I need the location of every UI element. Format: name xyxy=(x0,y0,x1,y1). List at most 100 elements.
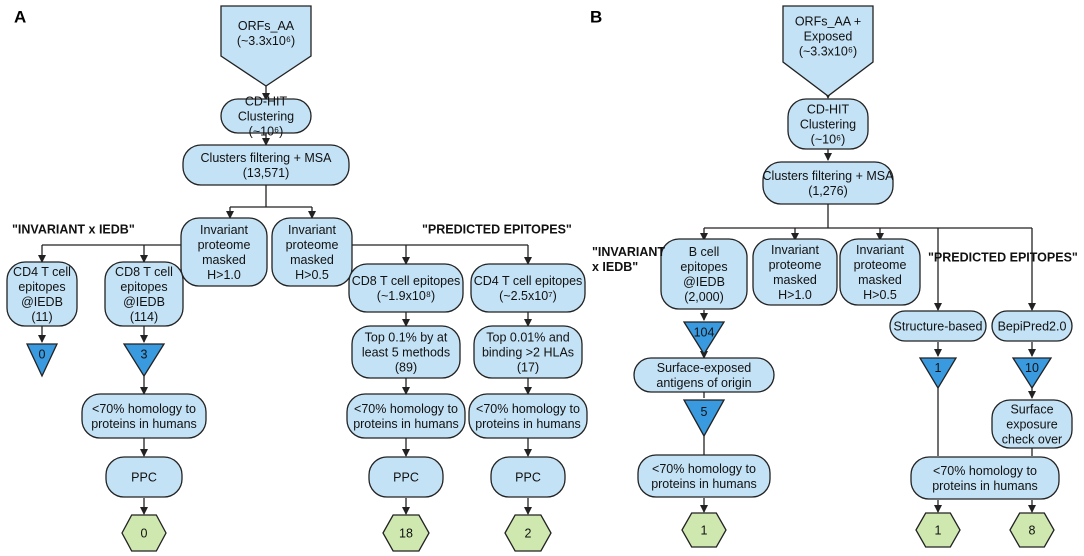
b-clusters-filtering xyxy=(762,161,894,205)
nodes xyxy=(6,5,1073,552)
panel-b-heading-invariant-line-1: "INVARIANT xyxy=(592,245,665,259)
a-triangle-cd4 xyxy=(25,343,59,378)
a-top-cd4-label-line-3: (17) xyxy=(517,361,539,375)
b-cdhit-clustering xyxy=(787,98,869,150)
b-surface-check-label-line-3: check over xyxy=(1002,433,1062,447)
panel-b-heading-invariant-line-2: x IEDB" xyxy=(592,260,638,274)
a-cd8-predicted xyxy=(348,263,464,313)
a-homology-cd8-label-line-2: proteins in humans xyxy=(353,417,459,431)
b-invariant-h10-label-line-3: masked xyxy=(773,273,817,287)
b-homology-predicted-label-line-2: proteins in humans xyxy=(932,479,1038,493)
a-source-orfs-aa-label-line-1: ORFs_AA xyxy=(238,19,295,33)
a-source-orfs-aa xyxy=(220,5,312,87)
a-cd8-iedb-label-line-3: @IEDB xyxy=(123,295,165,309)
b-invariant-h10-label-line-2: proteome xyxy=(769,258,822,272)
a-cd4-predicted-label-line-2: (~2.5x10⁷) xyxy=(499,289,557,303)
panel-b-heading-predicted: "PREDICTED EPITOPES" xyxy=(928,251,1078,265)
b-source-orfs-exposed xyxy=(782,5,874,97)
b-homology-predicted xyxy=(910,456,1060,500)
a-hex-cd8 xyxy=(382,514,430,552)
labels: A B "INVARIANT x IEDB" "PREDICTED EPITOPES"… xyxy=(12,8,1078,541)
a-invariant-h05-label-line-4: H>0.5 xyxy=(295,268,329,282)
a-triangle-cd8 xyxy=(122,343,166,378)
b-source-orfs-exposed-label-line-2: Exposed xyxy=(804,30,853,44)
b-hex-bepipred-value: 8 xyxy=(1029,524,1036,538)
b-source-orfs-exposed-label-line-1: ORFs_AA + xyxy=(795,15,861,29)
a-cd4-iedb-label-line-3: @IEDB xyxy=(21,295,63,309)
b-homology-bcell-label-line-1: <70% homology to xyxy=(652,462,756,476)
a-cd8-iedb xyxy=(104,261,184,327)
a-invariant-h10 xyxy=(180,217,268,287)
b-cdhit-clustering-label-line-1: CD-HIT xyxy=(807,103,850,117)
a-triangle-cd4-value: 0 xyxy=(39,348,46,362)
a-invariant-h10-label-line-4: H>1.0 xyxy=(207,268,241,282)
b-bcell-iedb-label-line-4: (2,000) xyxy=(684,290,724,304)
a-top-cd8-label-line-2: least 5 methods xyxy=(362,346,450,360)
b-surface-check xyxy=(991,399,1073,449)
b-bcell-iedb-label-line-2: epitopes xyxy=(680,260,727,274)
b-surface-check-label-line-2: exposure xyxy=(1006,418,1057,432)
a-cd8-iedb-label-line-4: (114) xyxy=(130,310,158,324)
a-homology-cd4 xyxy=(468,393,588,439)
b-triangle-bcell-value: 104 xyxy=(694,326,715,340)
a-triangle-cd8-value: 3 xyxy=(141,348,148,362)
b-cdhit-clustering-label-line-2: Clustering xyxy=(800,118,856,132)
panel-b-label: B xyxy=(590,8,602,27)
b-source-orfs-exposed-label-line-3: (~3.3x10⁶) xyxy=(799,45,857,59)
b-triangle-bcell xyxy=(682,321,726,356)
a-homology-cd8 xyxy=(346,393,466,439)
a-hex-cd4-value: 2 xyxy=(525,527,532,541)
a-invariant-h05-label-line-2: proteome xyxy=(286,238,339,252)
a-ppc-iedb xyxy=(105,456,183,498)
a-invariant-h05 xyxy=(271,217,353,287)
b-invariant-h05-label-line-2: proteome xyxy=(854,258,907,272)
b-invariant-h05 xyxy=(839,238,921,306)
a-ppc-cd8 xyxy=(368,456,444,498)
a-ppc-cd8-label: PPC xyxy=(393,471,419,485)
a-hex-iedb-value: 0 xyxy=(141,527,148,541)
panel-a-heading-invariant: "INVARIANT x IEDB" xyxy=(12,223,135,237)
b-triangle-bepipred xyxy=(1011,357,1053,390)
b-surface-check-label-line-1: Surface xyxy=(1010,403,1053,417)
a-hex-cd4 xyxy=(504,514,552,552)
b-invariant-h10-label-line-4: H>1.0 xyxy=(778,288,812,302)
a-invariant-h05-label-line-1: Invariant xyxy=(288,223,336,237)
a-top-cd4 xyxy=(473,325,583,379)
a-cd8-iedb-label-line-2: epitopes xyxy=(120,280,167,294)
b-homology-bcell-label-line-2: proteins in humans xyxy=(651,477,757,491)
b-hex-bepipred xyxy=(1009,512,1055,548)
a-top-cd8-label-line-3: (89) xyxy=(395,361,417,375)
b-structure-based-label: Structure-based xyxy=(894,320,983,334)
b-clusters-filtering-label-line-2: (1,276) xyxy=(808,184,848,198)
b-hex-structure-value: 1 xyxy=(935,524,942,538)
a-homology-iedb xyxy=(81,393,207,439)
a-homology-cd4-label-line-1: <70% homology to xyxy=(476,402,580,416)
b-triangle-structure-value: 1 xyxy=(935,361,942,375)
a-cd4-iedb xyxy=(6,261,78,327)
a-ppc-cd4 xyxy=(490,456,566,498)
b-hex-bcell xyxy=(681,512,727,548)
b-invariant-h05-label-line-4: H>0.5 xyxy=(863,288,897,302)
b-invariant-h10-label-line-1: Invariant xyxy=(771,243,819,257)
a-homology-iedb-label-line-2: proteins in humans xyxy=(91,417,197,431)
panel-a-label: A xyxy=(14,8,26,27)
b-triangle-structure xyxy=(918,357,958,390)
b-invariant-h05-label-line-3: masked xyxy=(858,273,902,287)
a-cdhit-clustering-label-line-1: CD-HIT xyxy=(245,95,288,109)
a-hex-iedb xyxy=(121,514,167,552)
a-hex-cd8-value: 18 xyxy=(399,527,413,541)
a-ppc-cd4-label: PPC xyxy=(515,471,541,485)
a-clusters-filtering-label-line-1: Clusters filtering + MSA xyxy=(201,151,333,165)
b-bcell-iedb xyxy=(660,238,748,310)
a-cd4-predicted-label-line-1: CD4 T cell epitopes xyxy=(474,274,583,288)
a-clusters-filtering xyxy=(182,144,350,186)
a-cd4-iedb-label-line-2: epitopes xyxy=(18,280,65,294)
a-homology-cd4-label-line-2: proteins in humans xyxy=(475,417,581,431)
b-invariant-h10 xyxy=(752,238,838,306)
b-surface-exposed xyxy=(633,357,775,393)
a-homology-cd8-label-line-1: <70% homology to xyxy=(354,402,458,416)
a-top-cd4-label-line-2: binding >2 HLAs xyxy=(482,346,574,360)
a-cd8-iedb-label-line-1: CD8 T cell xyxy=(115,265,173,279)
b-bepipred-label: BepiPred2.0 xyxy=(998,320,1067,334)
b-clusters-filtering-label-line-1: Clusters filtering + MSA xyxy=(763,169,895,183)
